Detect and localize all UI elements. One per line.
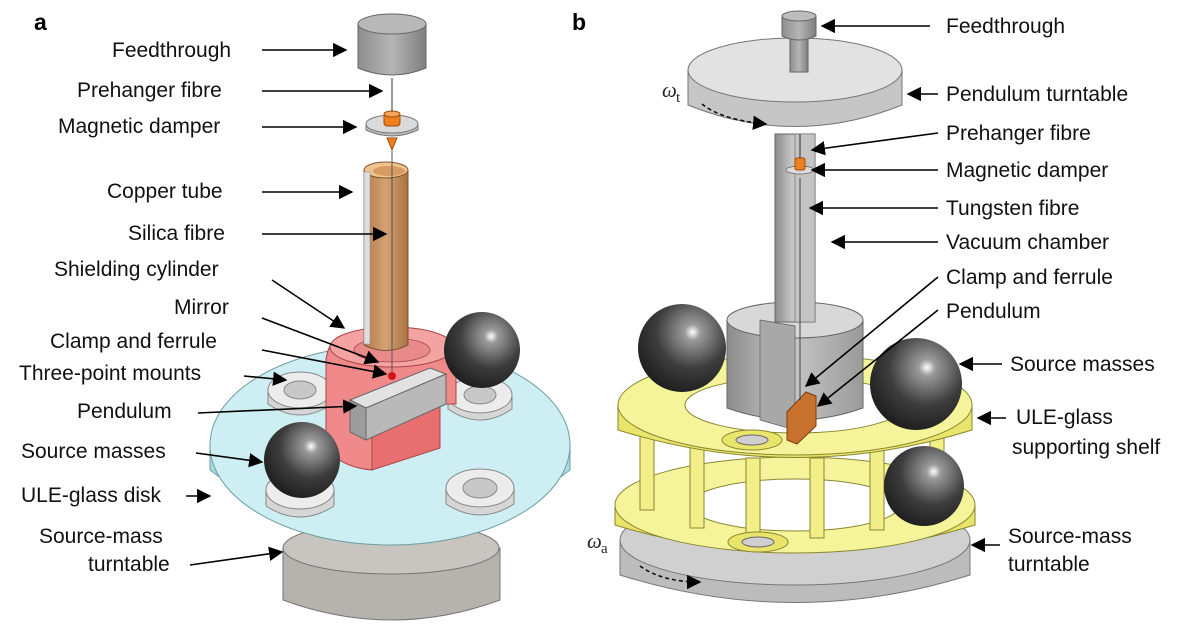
svg-text:a: a bbox=[601, 541, 608, 557]
label-a-magnetic-damper: Magnetic damper bbox=[58, 115, 220, 138]
label-a-clamp-and-ferrule: Clamp and ferrule bbox=[50, 330, 217, 353]
panel-b-letter: b bbox=[572, 9, 586, 35]
svg-text:ω: ω bbox=[587, 529, 602, 553]
label-a-shielding-cylinder: Shielding cylinder bbox=[54, 258, 219, 281]
panel-b-magnetic-damper bbox=[785, 157, 815, 175]
label-b-source-mass-turntable-2: turntable bbox=[1008, 553, 1090, 576]
label-a-mirror: Mirror bbox=[174, 296, 229, 319]
panel-b-source-mass-lower bbox=[884, 446, 964, 526]
panel-a-pendulum bbox=[348, 367, 448, 441]
label-a-ule-glass-disk: ULE-glass disk bbox=[21, 484, 162, 507]
panel-a: a bbox=[19, 9, 571, 621]
panel-a-copper-tube bbox=[363, 161, 409, 351]
label-a-pendulum: Pendulum bbox=[77, 400, 172, 423]
label-b-clamp-and-ferrule: Clamp and ferrule bbox=[946, 266, 1113, 289]
panel-a-feedthrough bbox=[357, 13, 427, 76]
label-b-ule-glass-shelf-2: supporting shelf bbox=[1012, 436, 1160, 459]
panel-b-feedthrough bbox=[781, 10, 817, 73]
label-b-prehanger-fibre: Prehanger fibre bbox=[946, 122, 1091, 145]
panel-a-source-mass-front bbox=[264, 422, 340, 498]
label-b-tungsten-fibre: Tungsten fibre bbox=[946, 197, 1079, 220]
label-a-source-mass-turntable-1: Source-mass bbox=[39, 525, 163, 548]
label-a-copper-tube: Copper tube bbox=[107, 180, 223, 203]
panel-b: b bbox=[572, 9, 1160, 603]
svg-text:t: t bbox=[676, 90, 681, 106]
panel-a-magnetic-damper bbox=[365, 110, 419, 152]
label-b-source-mass-turntable-1: Source-mass bbox=[1008, 525, 1132, 548]
svg-text:ω: ω bbox=[662, 78, 677, 102]
label-b-source-masses: Source masses bbox=[1010, 353, 1155, 376]
label-b-feedthrough: Feedthrough bbox=[946, 15, 1065, 38]
panel-b-shelf-mounts bbox=[721, 429, 789, 553]
panel-a-labels: Feedthrough Prehanger fibre Magnetic dam… bbox=[19, 39, 231, 576]
panel-b-pendulum bbox=[786, 391, 817, 445]
label-b-magnetic-damper: Magnetic damper bbox=[946, 159, 1108, 182]
label-b-pendulum-turntable: Pendulum turntable bbox=[946, 83, 1128, 106]
panel-b-omega-a: ω a bbox=[587, 529, 702, 590]
panel-a-mirror bbox=[388, 372, 396, 380]
label-a-prehanger-fibre: Prehanger fibre bbox=[77, 79, 222, 102]
panel-a-letter: a bbox=[34, 9, 47, 35]
label-b-ule-glass-shelf-1: ULE-glass bbox=[1016, 406, 1113, 429]
label-a-source-masses: Source masses bbox=[21, 440, 166, 463]
label-a-three-point-mounts: Three-point mounts bbox=[19, 362, 201, 385]
panel-b-omega-t: ω t bbox=[662, 78, 768, 130]
panel-a-arrows bbox=[186, 42, 388, 566]
label-a-source-mass-turntable-2: turntable bbox=[88, 553, 170, 576]
panel-b-source-mass-left bbox=[638, 304, 726, 392]
label-b-vacuum-chamber: Vacuum chamber bbox=[946, 231, 1109, 254]
label-a-feedthrough: Feedthrough bbox=[112, 39, 231, 62]
panel-b-arrows bbox=[804, 18, 1006, 553]
label-a-silica-fibre: Silica fibre bbox=[128, 222, 225, 245]
panel-b-labels: Feedthrough Pendulum turntable Prehanger… bbox=[946, 15, 1160, 576]
panel-b-source-mass-right bbox=[870, 338, 962, 430]
label-b-pendulum: Pendulum bbox=[946, 300, 1041, 323]
panel-a-source-mass-back bbox=[444, 312, 520, 388]
